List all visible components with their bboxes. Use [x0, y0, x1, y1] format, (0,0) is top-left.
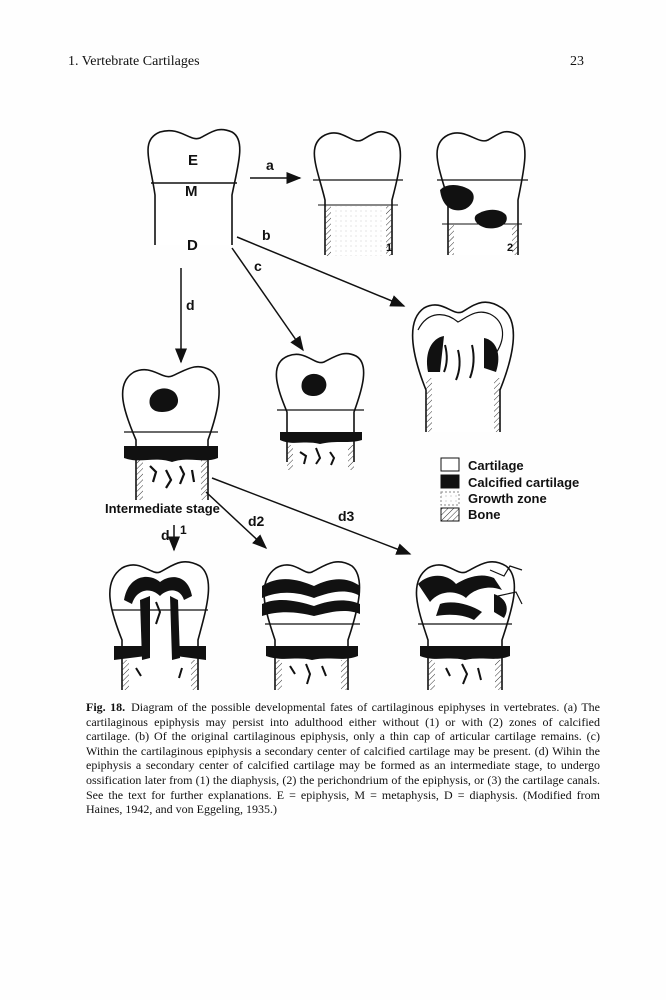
legend-label-growth: Growth zone — [468, 491, 547, 506]
bone-fate-c — [275, 352, 365, 470]
label-d: D — [187, 237, 198, 254]
fate-number-2: 2 — [507, 242, 513, 254]
bone-fate-d3 — [415, 561, 523, 690]
arrow-label-d2: d2 — [248, 513, 265, 529]
legend-swatch-calcified — [440, 474, 460, 489]
figure-caption: Fig. 18.Diagram of the possible developm… — [86, 700, 600, 817]
bone-fate-a1: 1 — [313, 130, 403, 256]
running-header: 1. Vertebrate Cartilages — [68, 54, 200, 69]
legend-swatch-bone — [440, 507, 460, 522]
bone-intermediate-stage — [121, 365, 220, 500]
intermediate-stage-label: Intermediate stage — [105, 501, 220, 516]
page-number: 23 — [570, 54, 584, 69]
arrow-label-d1-d: d — [161, 527, 170, 543]
arrow-label-d3: d3 — [338, 508, 355, 524]
arrow-b — [236, 236, 406, 307]
arrow-d3 — [211, 477, 412, 555]
arrow-d2 — [205, 491, 268, 550]
bone-fate-d2 — [262, 561, 361, 690]
arrow-c — [231, 247, 304, 352]
legend-label-calcified: Calcified cartilage — [468, 475, 579, 490]
arrow-label-c: c — [254, 258, 262, 274]
bone-fate-d1 — [109, 561, 210, 690]
figure-18-diagram: E M D a 1 2 b — [105, 128, 579, 690]
arrow-label-b: b — [262, 227, 271, 243]
label-e: E — [188, 152, 198, 169]
bone-original: E M D — [147, 128, 241, 254]
arrow-label-a: a — [266, 157, 274, 173]
legend-label-cartilage: Cartilage — [468, 458, 524, 473]
legend-swatch-growth — [440, 491, 460, 506]
arrow-label-d: d — [186, 297, 195, 313]
caption-text: Diagram of the possible developmental fa… — [86, 700, 601, 817]
legend-swatch-cartilage — [440, 457, 460, 472]
bone-fate-b — [411, 301, 515, 432]
figure-number: Fig. 18. — [86, 700, 126, 714]
arrow-label-d1-num: 1 — [180, 523, 187, 537]
fate-number-1: 1 — [386, 242, 392, 254]
label-m: M — [185, 183, 198, 200]
bone-fate-a2: 2 — [436, 130, 528, 255]
legend: Cartilage Calcified cartilage Growth zon… — [440, 457, 579, 522]
legend-label-bone: Bone — [468, 507, 501, 522]
